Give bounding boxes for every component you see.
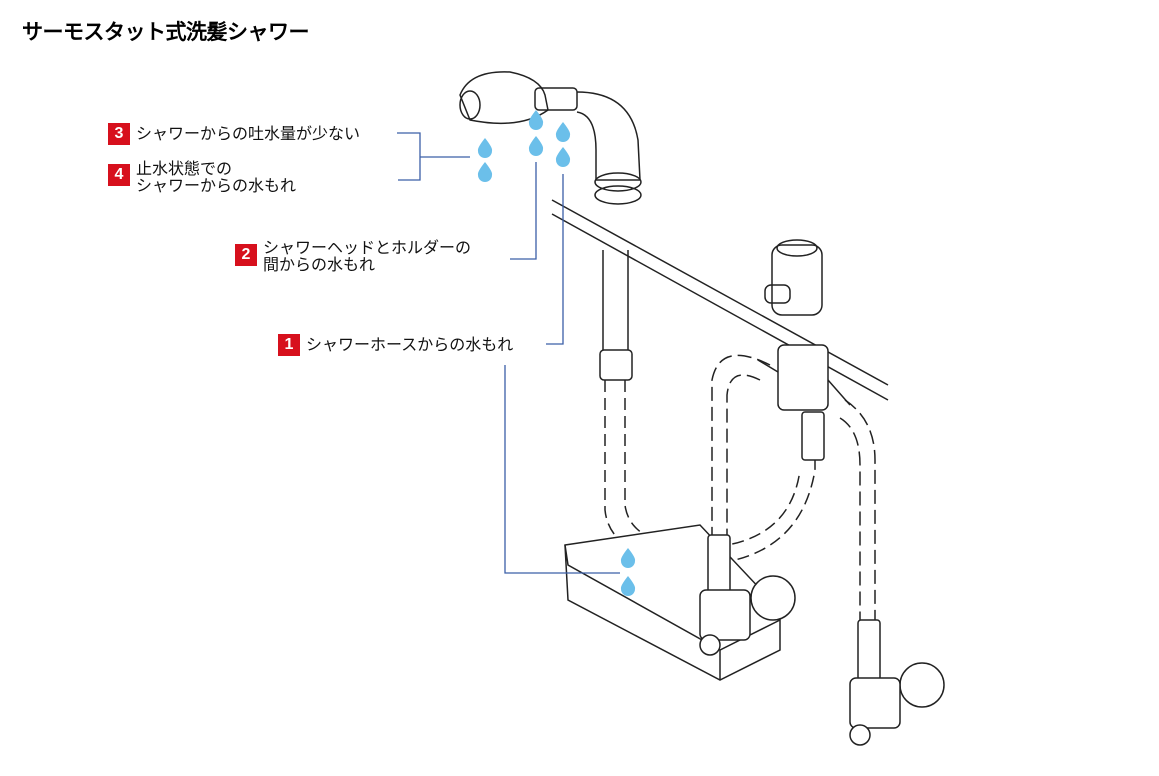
callout-number-badge: 3 xyxy=(108,123,130,145)
counter-edge xyxy=(551,199,889,401)
stop-valve-left xyxy=(699,534,796,656)
leader-lines xyxy=(397,132,620,574)
callout-number-badge: 4 xyxy=(108,164,130,186)
water-drop-icon xyxy=(555,122,571,142)
water-drop-icon xyxy=(620,548,636,568)
callout-text: 間からの水もれ xyxy=(263,255,376,274)
stop-valve-right xyxy=(849,619,945,746)
callout-text: シャワーヘッドとホルダーの xyxy=(263,238,472,257)
callout-4: 4 止水状態でのシャワーからの水もれ xyxy=(108,160,296,194)
callout-text: 止水状態での xyxy=(136,159,233,178)
callout-number-badge: 2 xyxy=(235,244,257,266)
water-drop-icon xyxy=(477,138,493,158)
water-drop-icon xyxy=(528,110,544,130)
shower-head xyxy=(459,71,642,205)
page-title: サーモスタット式洗髪シャワー xyxy=(22,20,310,44)
callout-1: 1 シャワーホースからの水もれ xyxy=(278,334,513,356)
thermostat-valve xyxy=(757,239,851,461)
callout-2: 2 シャワーヘッドとホルダーの間からの水もれ xyxy=(235,239,471,273)
callout-text: シャワーホースからの水もれ xyxy=(306,335,514,354)
callout-number-badge: 1 xyxy=(278,334,300,356)
callout-text: シャワーからの吐水量が少ない xyxy=(136,124,361,143)
water-drop-icon xyxy=(528,136,544,156)
callout-3: 3 シャワーからの吐水量が少ない xyxy=(108,123,360,145)
shower-hose xyxy=(602,250,629,350)
water-drop-icon xyxy=(555,147,571,167)
callout-text: シャワーからの水もれ xyxy=(136,176,297,195)
water-drop-icon xyxy=(620,576,636,596)
water-drop-icon xyxy=(477,162,493,182)
water-drops xyxy=(477,110,636,596)
